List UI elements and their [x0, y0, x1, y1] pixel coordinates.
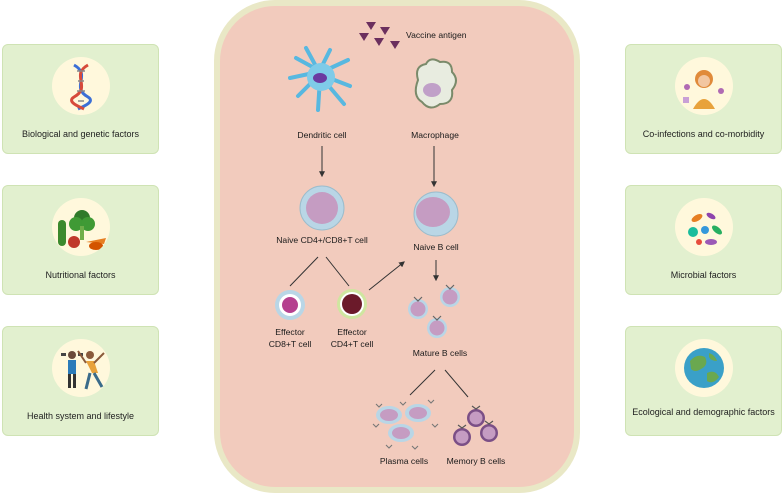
factor-card-biological: Biological and genetic factors [2, 44, 159, 154]
memory-b-cells-icon [453, 405, 498, 446]
factor-label: Ecological and demographic factors [632, 407, 775, 417]
plasma-cells-label: Plasma cells [380, 456, 428, 466]
factor-label: Biological and genetic factors [21, 129, 140, 139]
effector-cd4-label-1: Effector [337, 327, 367, 337]
factor-card-nutritional: Nutritional factors [2, 185, 159, 295]
effector-cd4-label-2: CD4+T cell [331, 339, 374, 349]
dna-icon [51, 57, 110, 115]
macrophage-label: Macrophage [411, 130, 459, 140]
arrow-cd4-to-naive-b [368, 261, 405, 291]
line-to-effector-cd8 [289, 256, 319, 287]
naive-b-cell-icon [413, 191, 459, 237]
effector-cd8-cell-icon [275, 290, 305, 320]
immune-panel [214, 0, 580, 493]
factor-card-microbial: Microbial factors [625, 185, 782, 295]
macrophage-icon [414, 58, 457, 109]
vegetables-icon [51, 198, 110, 256]
effector-cd4-cell-icon [337, 289, 367, 319]
plasma-cells-icon [372, 399, 439, 450]
mature-b-cells-label: Mature B cells [413, 348, 467, 358]
dendritic-cell-icon [288, 46, 352, 112]
effector-cd8-label-1: Effector [275, 327, 305, 337]
factor-label: Microbial factors [670, 270, 737, 280]
line-to-plasma-cells [409, 369, 436, 396]
naive-t-cell-icon [299, 185, 345, 231]
globe-icon [674, 339, 733, 397]
dendritic-cell-label: Dendritic cell [297, 130, 346, 140]
factor-label: Co-infections and co-morbidity [642, 129, 765, 139]
mature-b-cells-icon [408, 284, 460, 338]
exercise-icon [51, 339, 110, 397]
factor-label: Nutritional factors [45, 270, 116, 280]
factor-card-coinfections: Co-infections and co-morbidity [625, 44, 782, 154]
microbes-icon [674, 198, 733, 256]
factor-card-health-system: Health system and lifestyle [2, 326, 159, 436]
line-to-memory-b-cells [444, 369, 469, 398]
naive-b-cell-label: Naive B cell [413, 242, 458, 252]
antigen-icon [359, 22, 400, 49]
line-to-effector-cd4 [325, 256, 350, 287]
vaccine-antigen-label: Vaccine antigen [406, 30, 467, 40]
effector-cd8-label-2: CD8+T cell [269, 339, 312, 349]
naive-t-cell-label: Naive CD4+/CD8+T cell [276, 235, 368, 245]
factor-label: Health system and lifestyle [26, 411, 135, 421]
factor-card-ecological: Ecological and demographic factors [625, 326, 782, 436]
memory-b-cells-label: Memory B cells [447, 456, 506, 466]
sick-person-icon [674, 57, 733, 115]
